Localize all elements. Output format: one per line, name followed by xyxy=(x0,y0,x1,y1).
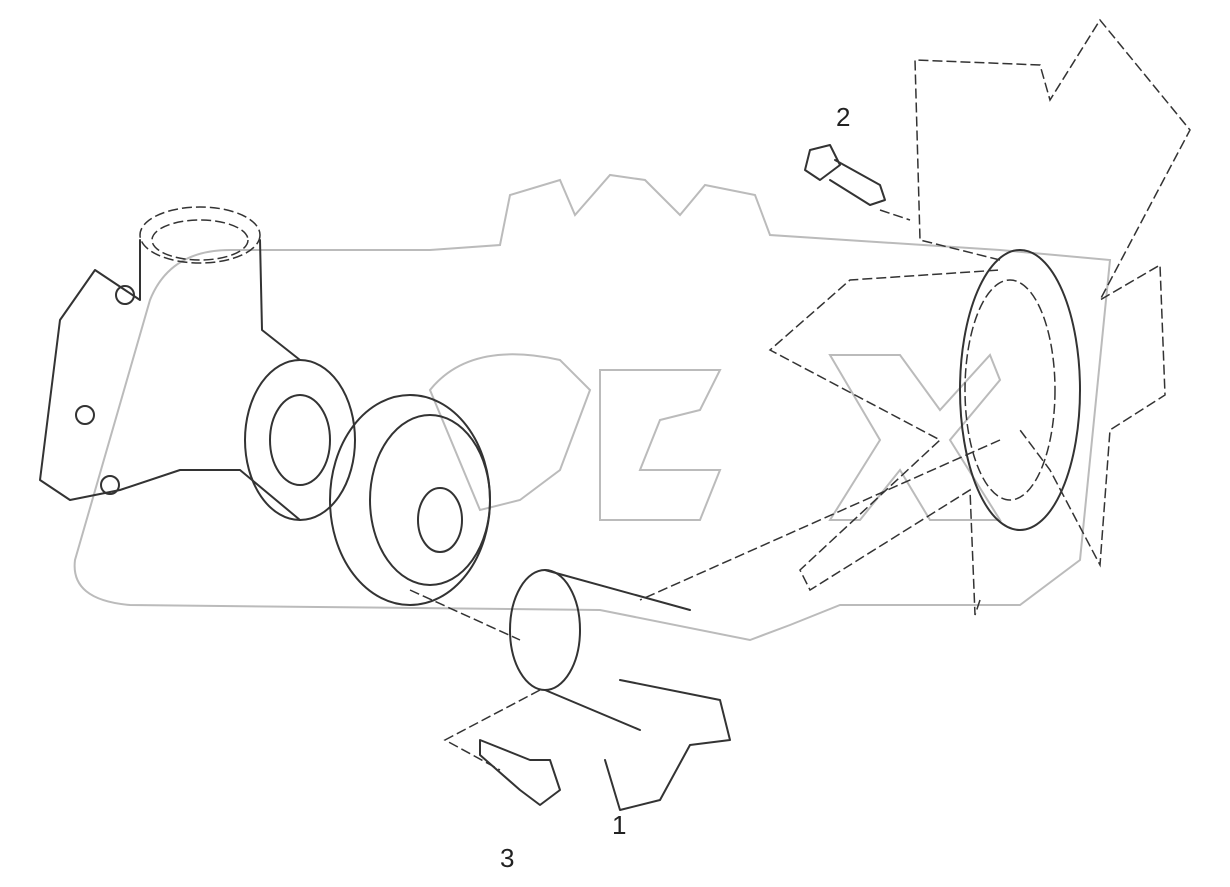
pulley xyxy=(329,394,521,641)
bolt-2 xyxy=(804,144,886,206)
callout-2: 2 xyxy=(836,102,851,132)
callout-1: 1 xyxy=(612,810,627,840)
callout-3: 3 xyxy=(500,843,515,873)
bolt-3 xyxy=(479,739,561,806)
fan-spacer xyxy=(443,569,731,811)
opex-watermark xyxy=(73,173,1112,642)
water-pump-housing xyxy=(39,206,356,521)
fan xyxy=(639,18,1191,616)
